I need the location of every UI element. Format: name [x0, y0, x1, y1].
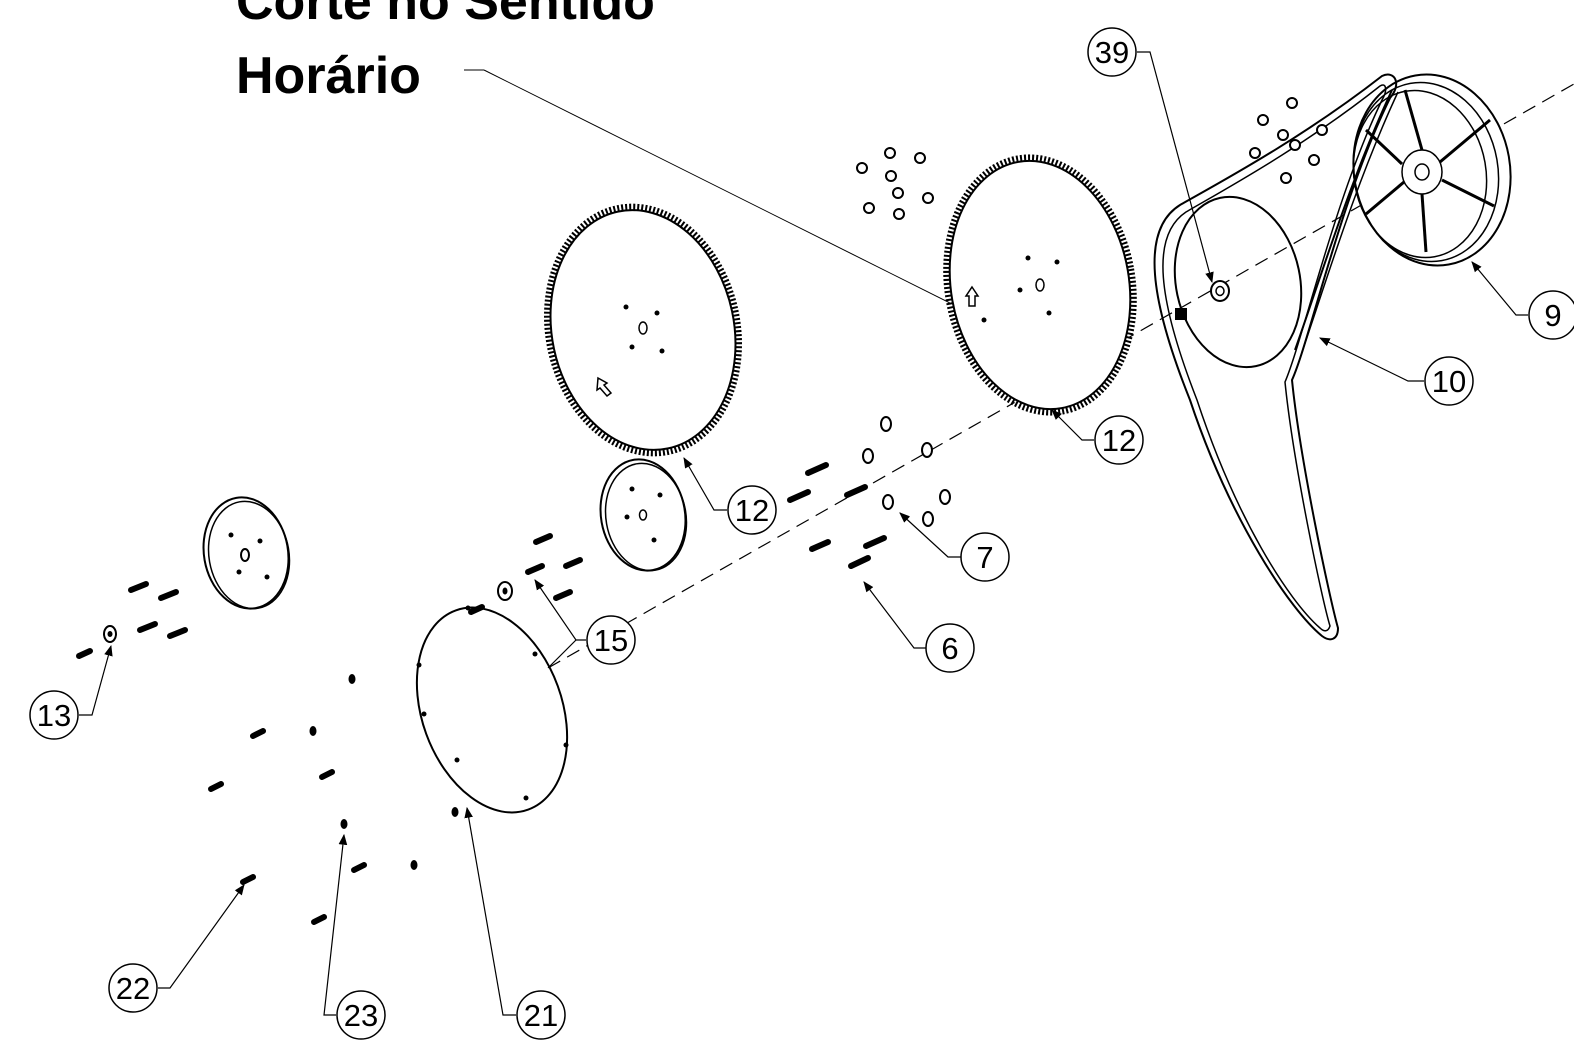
hub-flange-center [599, 458, 688, 572]
leader-lines [79, 51, 1528, 1016]
callout-12-right-label: 12 [1102, 423, 1136, 458]
rotation-note-line1: Corte no Sentido [236, 0, 655, 31]
drive-pulley-ring [1173, 195, 1303, 369]
callout-10: 10 [1424, 356, 1474, 406]
callout-6-label: 6 [941, 631, 958, 666]
nut-cluster-upper-right [1249, 97, 1328, 184]
hub-flange-left [202, 496, 291, 610]
v-belt [1153, 73, 1399, 641]
callout-21: 21 [516, 990, 566, 1040]
callout-15: 15 [586, 615, 636, 665]
nut-cluster-upper-middle [856, 147, 934, 220]
callout-12-right: 12 [1094, 415, 1144, 465]
pulley [1352, 73, 1512, 267]
callout-9-label: 9 [1544, 298, 1561, 333]
callout-12-left-label: 12 [735, 493, 769, 528]
callout-23: 23 [336, 990, 386, 1040]
callout-9: 9 [1528, 290, 1574, 340]
callout-10-label: 10 [1432, 364, 1466, 399]
washer-center [497, 581, 513, 601]
callout-39: 39 [1087, 27, 1137, 77]
callout-21-label: 21 [524, 998, 558, 1033]
bolts [76, 462, 887, 925]
saw-blade-right [943, 154, 1137, 416]
rotation-note-line2: Horário [236, 47, 421, 105]
washer-part-13 [103, 625, 117, 643]
callout-22: 22 [108, 963, 158, 1013]
holes [309, 674, 459, 870]
cover-plate [415, 605, 569, 814]
washers-part-7 [862, 416, 951, 527]
callout-7: 7 [960, 532, 1010, 582]
callout-7-label: 7 [976, 540, 993, 575]
callout-6: 6 [925, 623, 975, 673]
callout-15-label: 15 [594, 623, 628, 658]
callout-22-label: 22 [116, 971, 150, 1006]
callout-13-label: 13 [37, 698, 71, 733]
callout-23-label: 23 [344, 998, 378, 1033]
callout-39-label: 39 [1095, 35, 1129, 70]
saw-blade-left [544, 203, 742, 457]
callout-12-left: 12 [727, 485, 777, 535]
rotation-note-leader-diagonal [483, 69, 985, 321]
callout-13: 13 [29, 690, 79, 740]
